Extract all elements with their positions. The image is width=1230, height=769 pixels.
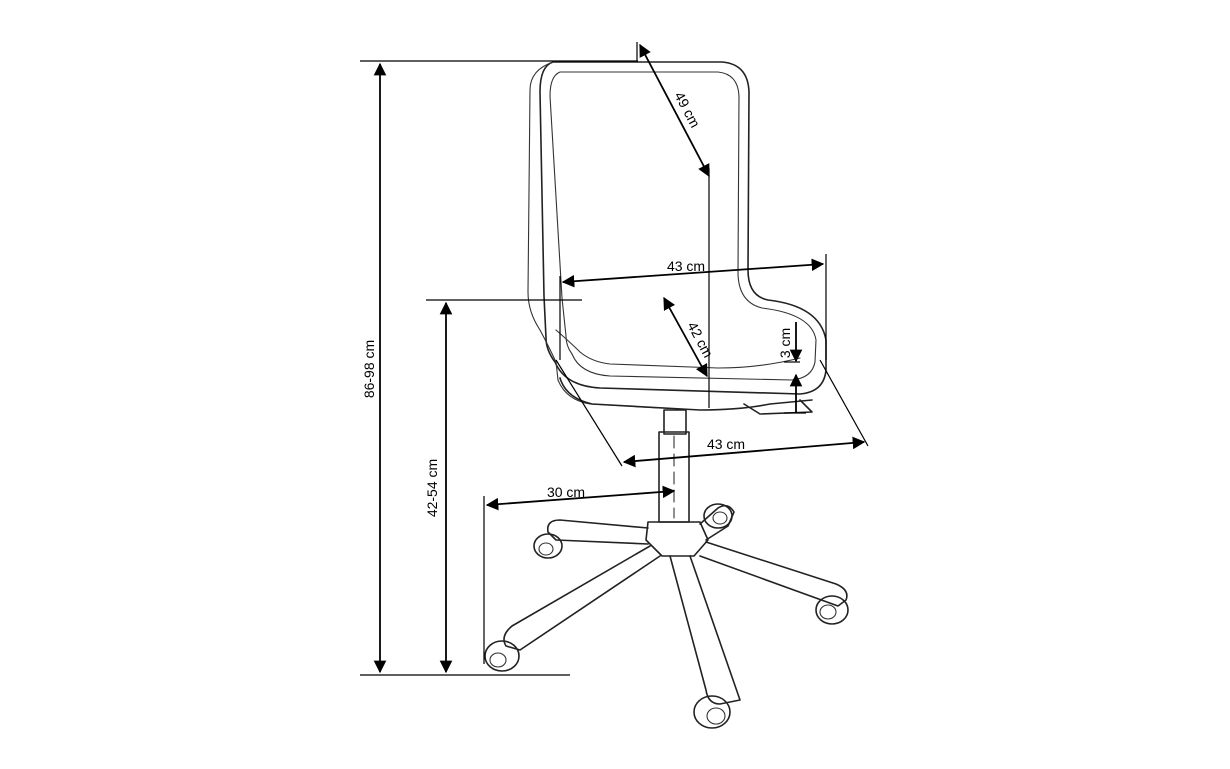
caster-front — [693, 695, 731, 729]
base-leg-back — [699, 504, 735, 541]
label-overall-depth: 43 cm — [707, 436, 745, 452]
ext-depth-left — [555, 359, 623, 467]
base-leg-front-left — [503, 545, 661, 651]
label-seat-width: 43 cm — [667, 258, 705, 274]
dimension-lines — [360, 42, 869, 676]
seat-cushion — [555, 329, 801, 369]
dim-backrest — [639, 43, 710, 178]
base-leg-right — [699, 541, 848, 607]
label-seat-thickness: 3 cm — [777, 328, 793, 358]
label-backrest-height: 49 cm — [671, 89, 703, 130]
dim-seat-width — [561, 258, 825, 288]
dim-overall-depth — [622, 436, 866, 468]
backrest-left-edge — [527, 61, 661, 409]
dim-base-radius — [485, 485, 676, 511]
caster-right-back — [703, 503, 733, 529]
chair-outline — [484, 61, 849, 729]
ext-depth-right — [819, 359, 869, 447]
caster-left-back — [533, 533, 563, 559]
dim-seat-depth — [663, 296, 708, 378]
base-leg-front — [669, 555, 741, 705]
label-total-height: 86-98 cm — [361, 340, 377, 398]
base-leg-left — [546, 519, 649, 545]
caster-right — [815, 595, 849, 625]
label-base-radius: 30 cm — [547, 484, 585, 500]
base-hub — [645, 521, 709, 557]
caster-left — [484, 640, 520, 672]
gas-cylinder-top — [663, 409, 687, 435]
label-seat-height: 42-54 cm — [424, 459, 440, 517]
label-seat-depth: 42 cm — [684, 319, 716, 360]
seat-underside — [559, 377, 813, 411]
